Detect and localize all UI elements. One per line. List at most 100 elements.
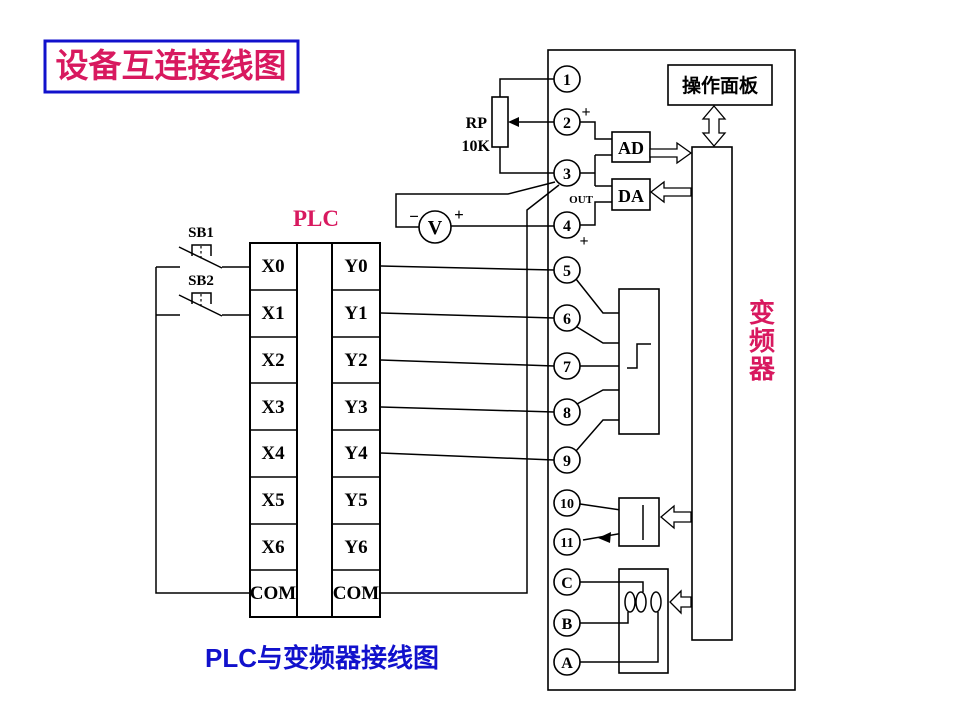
terminal-label: 4	[563, 218, 571, 235]
voltmeter-label: V	[428, 217, 443, 239]
plc-output-y3: Y3	[344, 397, 367, 418]
terminal-label: 2	[563, 115, 571, 132]
plc-output-terminals: Y0 Y1 Y2 Y3 Y4 Y5 Y6 COM	[333, 256, 380, 604]
plc-input-x4: X4	[261, 443, 285, 464]
t11-arrowhead-icon	[598, 532, 611, 543]
da-label: DA	[618, 186, 644, 206]
terminal-8: 8	[553, 398, 581, 426]
plc-output-y4: Y4	[344, 443, 368, 464]
plc-block: PLC X0 X1 X2 X3 X4 X5 X6 COM Y0 Y1 Y2 Y3…	[249, 206, 381, 618]
sb1-actuator-icon	[191, 244, 212, 256]
voltmeter-dial-icon	[418, 210, 452, 244]
ad-box	[611, 131, 651, 163]
terminal-circle	[553, 304, 581, 332]
transistor-output-block	[579, 497, 692, 547]
operation-panel-label: 操作面板	[682, 74, 759, 97]
terminal-label: 8	[563, 405, 571, 422]
terminal-9: 9	[553, 446, 581, 474]
terminal-label: 6	[563, 311, 571, 328]
plc-input-x2: X2	[261, 350, 284, 371]
terminal-circle	[553, 211, 581, 239]
terminal-circle	[553, 65, 581, 93]
plc-input-x6: X6	[261, 537, 284, 558]
plc-input-x5: X5	[261, 490, 284, 511]
terminal-label: 11	[560, 536, 573, 551]
terminal-circle	[553, 648, 581, 676]
relay-contact-icon	[624, 591, 636, 613]
plc-input-terminals: X0 X1 X2 X3 X4 X5 X6 COM	[250, 256, 297, 604]
sb2-actuator-icon	[191, 292, 212, 304]
voltmeter-minus-wire	[395, 181, 556, 228]
title-box: 设备互连接线图	[43, 39, 300, 94]
tC-wire	[580, 581, 644, 592]
sb2-contact-blade-icon	[178, 294, 223, 317]
rp-value: 10K	[462, 138, 491, 155]
terminal-2: 2	[553, 108, 581, 136]
rp-body-icon	[491, 96, 509, 148]
terminal-circle	[553, 398, 581, 426]
terminal-circle	[553, 568, 581, 596]
plc-input-com: COM	[250, 583, 297, 604]
plc-output-com: COM	[333, 583, 380, 604]
rp-wiper-arrow-icon	[508, 117, 519, 127]
terminal-1: 1	[553, 65, 581, 93]
relay-contact-icon	[635, 591, 647, 613]
sb2-label: SB2	[188, 273, 214, 289]
plc-output-y1: Y1	[344, 303, 367, 324]
terminal-circle	[553, 528, 581, 556]
terminal-label: 1	[563, 72, 571, 89]
plc-input-x0: X0	[261, 256, 284, 277]
page-title: 设备互连接线图	[56, 47, 287, 84]
terminal-B: B	[553, 609, 581, 637]
tB-wire	[580, 612, 629, 624]
ad-label: AD	[618, 138, 644, 158]
terminal-10: 10	[553, 489, 581, 517]
pushbutton-sb1: SB1	[178, 225, 223, 269]
analog-wiring	[580, 121, 612, 226]
transistor-box	[618, 497, 660, 547]
terminal-C: C	[553, 568, 581, 596]
terminal-label: C	[561, 575, 573, 592]
digital-input-wiring	[575, 278, 619, 452]
terminal-11: 11	[553, 528, 581, 556]
relay-contact-icon	[650, 591, 662, 613]
terminal-circle	[553, 352, 581, 380]
operation-panel-box	[667, 64, 773, 106]
left-wiring	[155, 266, 250, 594]
terminal-circle	[553, 159, 581, 187]
terminal4-plus-sign: +	[579, 233, 588, 250]
plc-right-cell-dividers	[332, 289, 380, 571]
step-signal-icon	[627, 343, 651, 369]
ad-output-arrow-icon	[649, 141, 693, 165]
inverter-main-board	[691, 146, 733, 641]
terminal-label: B	[562, 616, 573, 633]
terminal-label: 5	[563, 263, 571, 280]
voltmeter-symbol: V − +	[395, 181, 556, 244]
plc-output-y5: Y5	[344, 490, 367, 511]
voltmeter-minus-sign: −	[409, 207, 419, 226]
output-wiring	[379, 184, 560, 594]
relay-output-block	[580, 568, 692, 674]
plc-output-y2: Y2	[344, 350, 367, 371]
title-border	[43, 39, 300, 94]
da-input-arrow-icon	[649, 180, 692, 204]
terminal-circle	[553, 108, 581, 136]
inverter-name-char3: 器	[748, 354, 776, 384]
terminal-6: 6	[553, 304, 581, 332]
inverter-name-char1: 变	[749, 298, 775, 328]
panel-bus-double-arrow-icon	[701, 104, 727, 148]
plc-output-y0: Y0	[344, 256, 367, 277]
relay-box	[618, 568, 669, 674]
terminal-label: 9	[563, 453, 571, 470]
digital-input-block	[618, 288, 660, 435]
terminal-circle	[553, 609, 581, 637]
inverter-name-char2: 频	[749, 326, 775, 356]
plc-output-y6: Y6	[344, 537, 367, 558]
ad-converter: AD	[611, 131, 651, 163]
plc-input-x1: X1	[261, 303, 284, 324]
pushbutton-sb2: SB2	[178, 273, 223, 317]
terminal-label: 3	[563, 166, 571, 183]
terminal-A: A	[553, 648, 581, 676]
terminal-4: 4	[553, 211, 581, 239]
